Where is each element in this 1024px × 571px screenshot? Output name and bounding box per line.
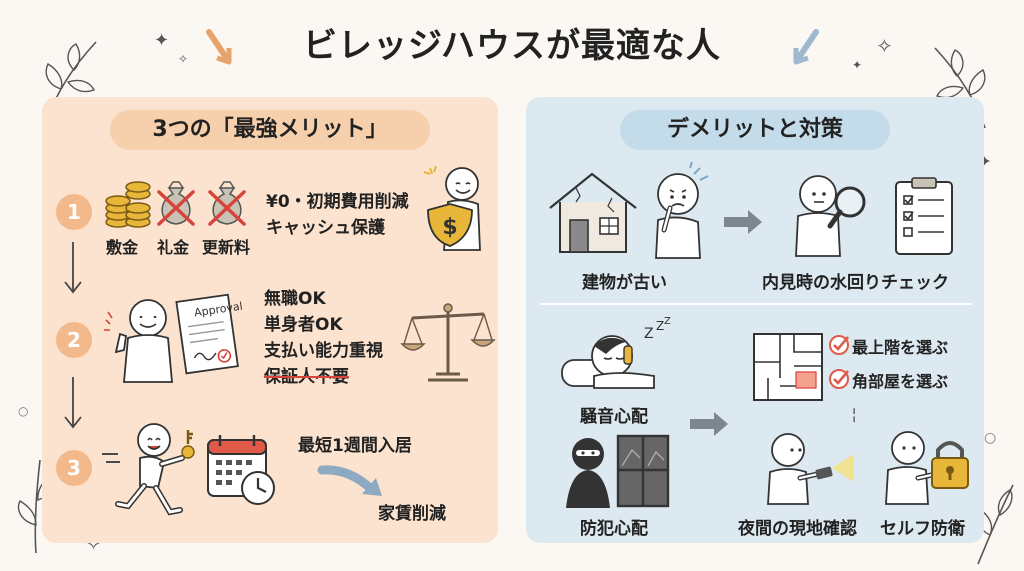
sparkle-icon: ○ bbox=[18, 404, 29, 418]
step-arrow-down-icon bbox=[64, 377, 82, 429]
demerit-1-solution: 内見時の水回りチェック bbox=[762, 273, 949, 293]
merits-heading: 3つの「最強メリット」 bbox=[110, 110, 430, 150]
person-with-approval-document-icon bbox=[104, 293, 239, 383]
arrow-right-icon bbox=[724, 210, 762, 234]
money-bag-crossed-icon bbox=[157, 181, 195, 226]
sparkle-icon: ✧ bbox=[876, 34, 893, 58]
balance-scale-icon bbox=[400, 303, 496, 382]
svg-text:$: $ bbox=[442, 215, 457, 240]
merit-1-line-2: キャッシュ保護 bbox=[266, 218, 385, 238]
demerits-heading: デメリットと対策 bbox=[620, 110, 890, 150]
demerit-3-solution-1: 夜間の現地確認 bbox=[738, 519, 857, 539]
merit-2-line-4: 保証人不要 bbox=[264, 367, 349, 387]
running-person-with-key-icon bbox=[102, 423, 195, 516]
curved-arrow-icon bbox=[317, 465, 382, 496]
arrow-down-right-icon bbox=[206, 29, 232, 65]
svg-text:Z: Z bbox=[644, 326, 654, 342]
merit-2-line-2: 単身者OK bbox=[264, 315, 343, 335]
sparkle-icon: ✦ bbox=[852, 58, 863, 72]
check-circle-icon bbox=[829, 335, 849, 355]
coin-stack-icon bbox=[105, 181, 151, 228]
merits-panel bbox=[42, 97, 498, 543]
svg-text:Z: Z bbox=[656, 319, 664, 333]
cost-label-deposit: 敷金 bbox=[106, 238, 139, 257]
calendar-clock-icon bbox=[207, 435, 275, 505]
person-with-magnifier-icon bbox=[795, 175, 866, 257]
section-divider bbox=[540, 303, 972, 305]
worried-person-icon bbox=[655, 161, 709, 259]
sparkle-icon: ✦ bbox=[154, 30, 170, 51]
cost-label-renewal: 更新料 bbox=[202, 238, 251, 257]
money-bag-crossed-icon bbox=[208, 181, 246, 226]
merit-3-line-1: 最短1週間入居 bbox=[298, 436, 412, 456]
step-arrow-down-icon bbox=[64, 242, 82, 294]
arrow-down-left-icon bbox=[793, 29, 819, 65]
merit-3-line-2: 家賃削減 bbox=[378, 504, 446, 524]
person-with-padlock-icon bbox=[885, 431, 969, 505]
check-circle-icon bbox=[829, 369, 849, 389]
cost-label-key-money: 礼金 bbox=[157, 238, 190, 257]
demerit-3-problem: 防犯心配 bbox=[580, 519, 648, 539]
old-house-icon bbox=[549, 172, 637, 253]
sparkle-icon: ✧ bbox=[178, 52, 189, 66]
burglar-at-window-icon bbox=[566, 434, 670, 508]
floor-plan-icon bbox=[753, 333, 823, 401]
person-with-flashlight-icon bbox=[767, 433, 854, 505]
merit-1-line-1: ¥0・初期費用削減 bbox=[266, 192, 409, 212]
step-number-1: 1 bbox=[56, 194, 92, 230]
sparkle-icon: ○ bbox=[984, 430, 997, 446]
check-item-corner-room: 角部屋を選ぶ bbox=[852, 372, 949, 391]
page-title: ビレッジハウスが最適な人 bbox=[303, 26, 721, 66]
merit-2-line-1: 無職OK bbox=[264, 289, 326, 309]
step-number-3: 3 bbox=[56, 450, 92, 486]
arrow-right-icon bbox=[690, 412, 728, 436]
checklist-clipboard-icon bbox=[895, 177, 953, 255]
demerit-1-problem: 建物が古い bbox=[582, 273, 667, 293]
person-with-shield-icon: $ bbox=[423, 165, 481, 251]
demerit-2-problem: 騒音心配 bbox=[580, 407, 648, 427]
night-dots-icon: ╎ bbox=[850, 408, 859, 424]
step-number-2: 2 bbox=[56, 322, 92, 358]
merit-2-line-3: 支払い能力重視 bbox=[264, 341, 383, 361]
check-item-top-floor: 最上階を選ぶ bbox=[852, 338, 949, 357]
demerit-3-solution-2: セルフ防衛 bbox=[880, 519, 965, 539]
sleeping-person-icon: Z Z Z bbox=[561, 316, 671, 389]
svg-text:Z: Z bbox=[664, 316, 671, 327]
